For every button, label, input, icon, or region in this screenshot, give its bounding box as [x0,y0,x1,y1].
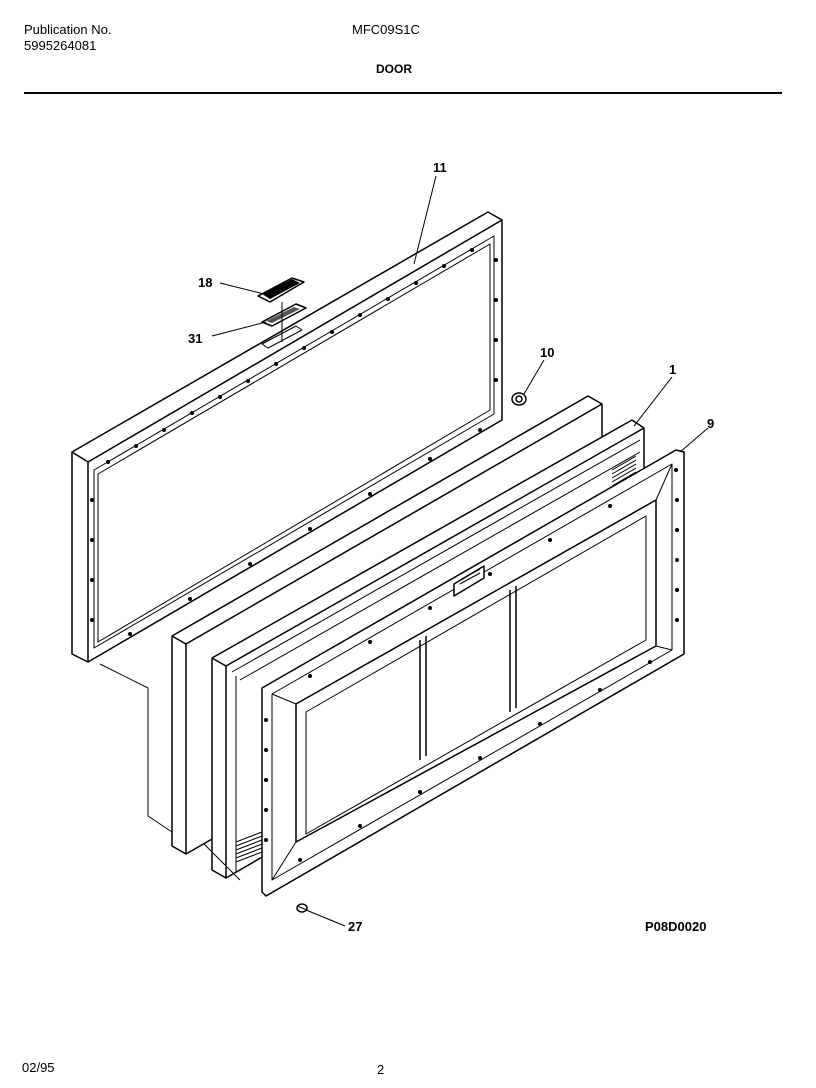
drawing-code: P08D0020 [645,919,706,934]
model-number: MFC09S1C [352,22,420,37]
header-rule [24,92,782,94]
callout-31: 31 [188,331,202,346]
part-18-cap [257,277,305,303]
callout-10: 10 [540,345,554,360]
leader-lines [211,175,709,927]
publication-number: 5995264081 [24,38,97,53]
callout-9: 9 [707,416,714,431]
callout-27: 27 [348,919,362,934]
part-9-screw-holes [264,468,679,862]
callout-18: 18 [198,275,212,290]
part-31-gasket [261,303,307,327]
section-title: DOOR [376,62,412,76]
footer-page-number: 2 [377,1062,385,1077]
part-9-outer-door [261,449,685,897]
publication-label: Publication No. [24,22,112,37]
part-11-screw-holes [90,248,498,636]
part-10-plug [511,392,527,406]
callout-11: 11 [433,160,447,175]
footer-date: 02/95 [22,1060,55,1075]
callout-1: 1 [669,362,676,377]
part-27-screw [296,903,308,913]
